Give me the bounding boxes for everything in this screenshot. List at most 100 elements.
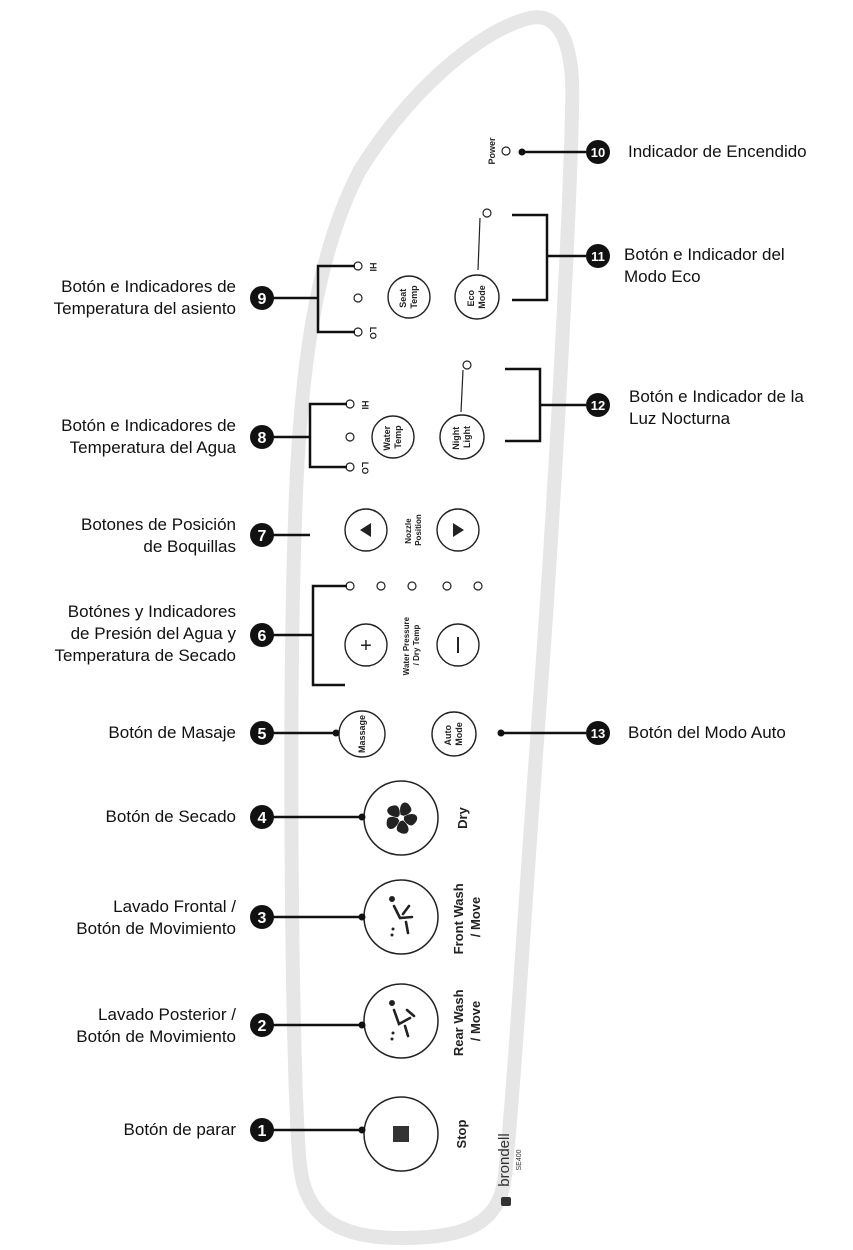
callout-5-label: Botón de Masaje [108,723,236,742]
svg-text:13: 13 [591,726,605,741]
massage-label: Massage [357,715,367,753]
water-temp-hi-label: HI [360,401,370,410]
water-temp-label-2: Temp [393,425,403,449]
nozzle-back-button[interactable] [344,508,388,552]
night-light-button[interactable]: Night Light [439,414,485,460]
seat-temp-button[interactable]: Seat Temp [387,275,431,319]
leader-dots-left [332,729,366,1134]
svg-text:8: 8 [258,430,267,447]
svg-text:7: 7 [258,528,267,545]
svg-text:SE400: SE400 [516,1149,523,1170]
front-wash-label-1: Front Wash [451,883,466,954]
pressure-minus-button[interactable] [436,623,480,667]
badge-1: 1 [250,1118,274,1142]
svg-text:6: 6 [258,628,267,645]
callout-13-label: Botón del Modo Auto [628,723,786,742]
svg-text:Auto Mode: Auto Mode [443,722,464,746]
dry-button[interactable] [363,780,439,856]
callout-2-label: Lavado Posterior /Botón de Movimiento [76,1005,236,1046]
badge-5: 5 [250,721,274,745]
pressure-label-1: Water Pressure [402,616,411,675]
svg-text:Night Light: Night Light [451,424,472,450]
badge-4: 4 [250,805,274,829]
callout-3-label: Lavado Frontal /Botón de Movimiento [76,897,236,938]
massage-button[interactable]: Massage [338,710,386,758]
nozzle-forward-button[interactable] [436,508,480,552]
svg-text:Front Wash / Move: Front Wash / Move [451,880,483,955]
svg-text:4: 4 [258,810,267,827]
badge-10: 10 [586,140,610,164]
power-indicator: Power [487,137,511,165]
eco-mode-label-2: Mode [477,285,487,309]
nozzle-label-2: Position [414,514,423,546]
svg-text:2: 2 [258,1018,267,1035]
eco-mode-label-1: Eco [466,290,476,307]
fan-icon [386,802,418,834]
auto-mode-label-1: Auto [443,725,453,746]
front-wash-button[interactable] [363,879,439,955]
auto-mode-label-2: Mode [454,722,464,746]
rear-wash-label-2: / Move [468,1001,483,1041]
callout-1-label: Botón de parar [123,1120,236,1139]
rear-wash-label-1: Rear Wash [451,989,466,1056]
svg-text:3: 3 [258,910,267,927]
auto-mode-button[interactable]: Auto Mode [431,711,477,757]
rear-wash-icon [389,1000,416,1041]
svg-text:brondell: brondell [496,1133,513,1186]
water-temp-indicators: HI LO [345,399,370,475]
badge-12: 12 [586,393,610,417]
svg-text:12: 12 [591,398,605,413]
callout-10-label: Indicador de Encendido [628,142,807,161]
pressure-indicators [345,581,483,591]
water-temp-label-1: Water [382,425,392,450]
badge-2: 2 [250,1013,274,1037]
svg-text:Rear Wash / Move: Rear Wash / Move [451,986,483,1056]
badge-8: 8 [250,425,274,449]
badge-7: 7 [250,523,274,547]
svg-text:Water Pressure / Dry Temp: Water Pressure / Dry Temp [402,615,421,676]
leader-lines-right [501,150,586,735]
front-wash-icon [389,896,414,937]
pressure-label-2: / Dry Temp [412,625,421,666]
night-light-label-1: Night [451,427,461,450]
eco-mode-button[interactable]: Eco Mode [454,274,500,320]
water-temp-button[interactable]: Water Temp [371,415,415,459]
water-temp-lo-label: LO [360,462,370,475]
seat-temp-indicators: HI LO [353,261,378,340]
svg-text:5: 5 [258,726,267,743]
badge-3: 3 [250,905,274,929]
arrow-right-icon [453,523,464,537]
eco-mode-indicator [477,208,492,271]
front-wash-label-2: / Move [468,897,483,937]
svg-text:1: 1 [258,1123,267,1140]
rear-wash-button[interactable] [363,983,439,1059]
night-light-indicator [460,360,472,413]
dry-label: Dry [455,806,470,828]
stop-button[interactable] [363,1096,439,1172]
svg-text:10: 10 [591,145,605,160]
plus-icon: + [360,635,372,657]
leader-dots-right [497,148,526,737]
seat-temp-lo-label: LO [368,327,378,340]
callout-4-label: Botón de Secado [105,807,236,826]
badge-6: 6 [250,623,274,647]
svg-text:Eco Mode: Eco Mode [466,285,487,309]
power-label: Power [487,137,497,165]
svg-text:9: 9 [258,291,267,308]
pressure-plus-button[interactable]: + [344,623,388,667]
badge-13: 13 [586,721,610,745]
remote-outline [284,10,580,1246]
svg-text:11: 11 [591,249,605,264]
brand-logo: brondell SE400 [496,1133,523,1206]
seat-temp-label-2: Temp [409,285,419,309]
seat-temp-hi-label: HI [368,263,378,272]
svg-text:Water Temp: Water Temp [382,423,403,450]
badge-9: 9 [250,286,274,310]
